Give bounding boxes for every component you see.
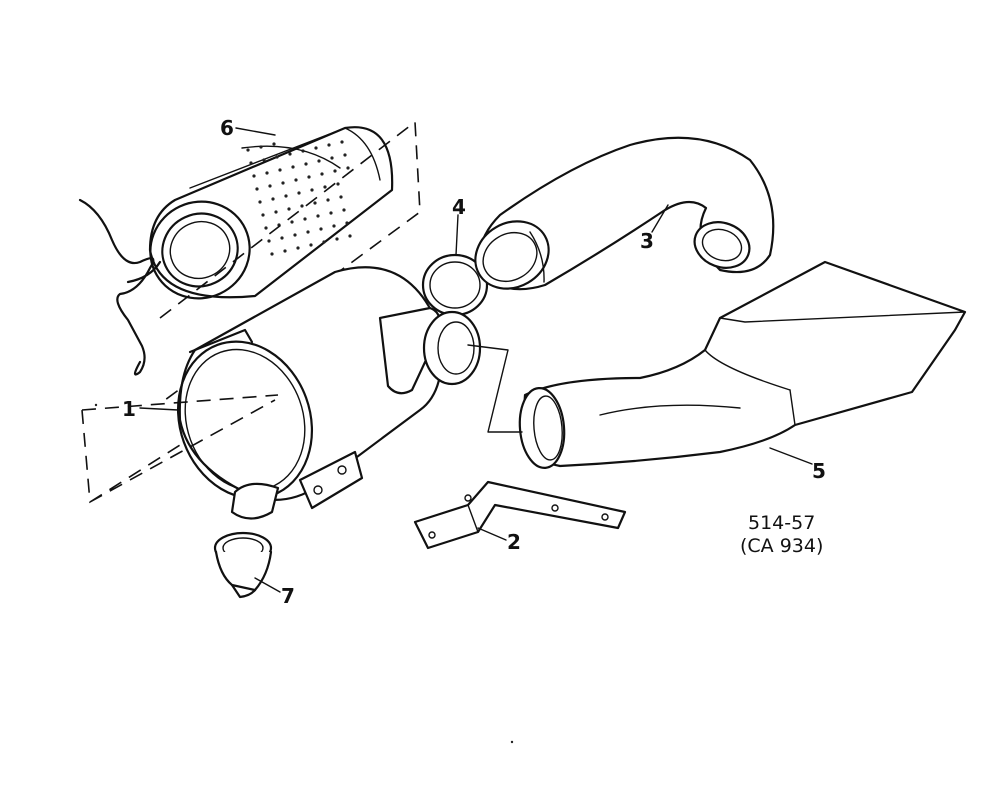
perforation-dot: [288, 152, 292, 156]
perforation-dot: [309, 243, 313, 247]
perforation-dot: [310, 188, 314, 192]
perforation-dot: [261, 213, 265, 217]
part-4-sealing-ring: [421, 253, 489, 317]
callout-5: 5: [812, 459, 826, 483]
perforation-dot: [297, 191, 301, 195]
perforation-dot: [294, 178, 298, 182]
connection-line: [467, 344, 523, 433]
perforation-dot: [346, 166, 350, 170]
part-3-curved-hose: [474, 136, 775, 291]
perforation-dot: [281, 181, 285, 185]
perforation-dot: [259, 145, 263, 149]
perforation-dot: [340, 140, 344, 144]
perforation-dot: [335, 237, 339, 241]
callout-6: 6: [220, 116, 234, 140]
perforation-dot: [330, 156, 334, 160]
perforation-dot: [326, 198, 330, 202]
perforation-dot: [268, 184, 272, 188]
perforation-dot: [258, 200, 262, 204]
perforation-dot: [313, 201, 317, 205]
perforation-dot: [336, 182, 340, 186]
part-6-filter-element: [148, 126, 394, 300]
perforation-dot: [323, 185, 327, 189]
perforation-dot: [319, 227, 323, 231]
perforation-dot: [267, 239, 271, 243]
part-1-guide-lines: [81, 394, 279, 504]
perforation-dot: [300, 204, 304, 208]
perforation-dot: [322, 240, 326, 244]
perforation-dot: [264, 226, 268, 230]
perforation-dot: [262, 158, 266, 162]
perforation-dot: [246, 148, 250, 152]
perforation-dot: [293, 233, 297, 237]
perforation-dot: [255, 187, 259, 191]
perforation-dot: [283, 249, 287, 253]
perforation-dot: [343, 153, 347, 157]
perforation-dot: [332, 224, 336, 228]
perforation-dot: [348, 234, 352, 238]
perforation-dot: [249, 161, 253, 165]
reference-code-secondary: (CA 934): [740, 535, 823, 557]
perforation-dot: [306, 230, 310, 234]
perforation-dot: [270, 252, 274, 256]
perforation-dot: [280, 236, 284, 240]
part-1-air-cleaner-body: [176, 266, 443, 520]
perforation-dot: [303, 217, 307, 221]
speck: [94, 403, 98, 407]
callout-3: 3: [640, 229, 654, 253]
hose-connector-disc: [422, 310, 482, 386]
callout-7: 7: [281, 584, 295, 608]
perforation-dot: [314, 146, 318, 150]
perforation-dot: [284, 194, 288, 198]
perforation-dot: [278, 168, 282, 172]
part-7-dust-valve: [213, 531, 273, 599]
perforation-dot: [265, 171, 269, 175]
perforation-dot: [271, 197, 275, 201]
perforation-dot: [287, 207, 291, 211]
perforation-dot: [304, 162, 308, 166]
leader-lines: [139, 127, 813, 593]
perforation-dot: [307, 175, 311, 179]
perforation-dot: [316, 214, 320, 218]
perforation-dot: [274, 210, 278, 214]
perforation-dot: [272, 142, 276, 146]
perforation-dot: [342, 208, 346, 212]
part-2-mounting-bracket: [413, 480, 627, 550]
wire-clip: [78, 198, 162, 376]
perforation-dot: [291, 165, 295, 169]
callout-4: 4: [452, 195, 466, 219]
perforation-dot: [345, 221, 349, 225]
perforation-dot: [301, 149, 305, 153]
perforation-dot: [290, 220, 294, 224]
callout-2: 2: [507, 530, 521, 554]
part-5-intake-duct: [518, 260, 967, 469]
perforation-dot: [252, 174, 256, 178]
perforation-dot: [296, 246, 300, 250]
speck: [510, 740, 514, 744]
callout-1: 1: [122, 397, 136, 421]
filter-perforation-pattern: [246, 140, 352, 256]
perforation-dot: [333, 169, 337, 173]
perforation-dot: [275, 155, 279, 159]
perforation-dot: [329, 211, 333, 215]
perforation-dot: [339, 195, 343, 199]
reference-code: 514-57: [748, 512, 815, 534]
perforation-dot: [327, 143, 331, 147]
perforation-dot: [320, 172, 324, 176]
perforation-dot: [317, 159, 321, 163]
